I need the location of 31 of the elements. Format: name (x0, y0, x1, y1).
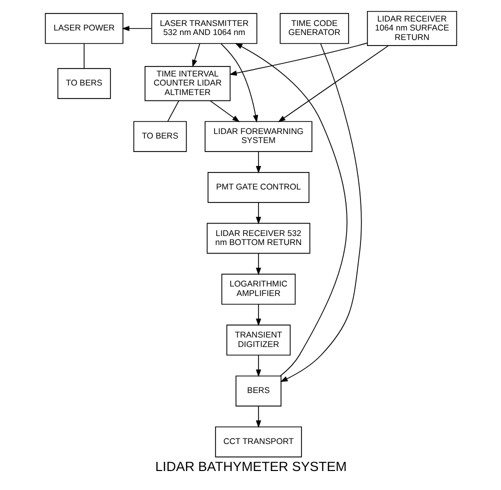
node-box: TO BERS (56, 68, 110, 99)
node-box: PMT GATE CONTROL (207, 172, 309, 203)
node-box: LASER POWER (44, 13, 123, 44)
node-box: BERS (235, 376, 281, 406)
node-box: LIDAR RECEIVER 1064 nm SURFACE RETURN (366, 10, 457, 46)
node-box: LASER TRANSMITTER 532 nm AND 1064 nm (150, 13, 257, 44)
node-box: TO BERS (132, 121, 186, 152)
arrow (220, 43, 258, 123)
arrow (255, 151, 261, 174)
arrow (255, 252, 261, 276)
arrow (255, 304, 261, 326)
node-box: TIME INTERVAL COUNTER LIDAR ALTIMETER (144, 66, 230, 102)
connector (83, 43, 84, 69)
node-box: TIME CODE GENERATOR (279, 13, 349, 44)
arrow (234, 42, 347, 376)
arrow (255, 406, 261, 428)
node-box: LIDAR FOREWARNING SYSTEM (204, 121, 312, 152)
node-box: LOGARITHMIC AMPLIFIER (220, 274, 296, 305)
arrow (210, 100, 240, 122)
arrow (192, 43, 200, 68)
connector (166, 100, 179, 122)
arrow (228, 42, 368, 76)
arrow (121, 26, 152, 32)
arrow (280, 43, 362, 382)
node-box: CCT TRANSPORT (214, 426, 302, 458)
arrow (277, 45, 388, 122)
arrow (255, 202, 261, 224)
node-box: TRANSIENT DIGITIZER (226, 324, 290, 356)
caption: LIDAR BATHYMETER SYSTEM (154, 458, 346, 474)
arrow (255, 354, 261, 378)
node-box: LIDAR RECEIVER 532 nm BOTTOM RETURN (206, 222, 310, 254)
